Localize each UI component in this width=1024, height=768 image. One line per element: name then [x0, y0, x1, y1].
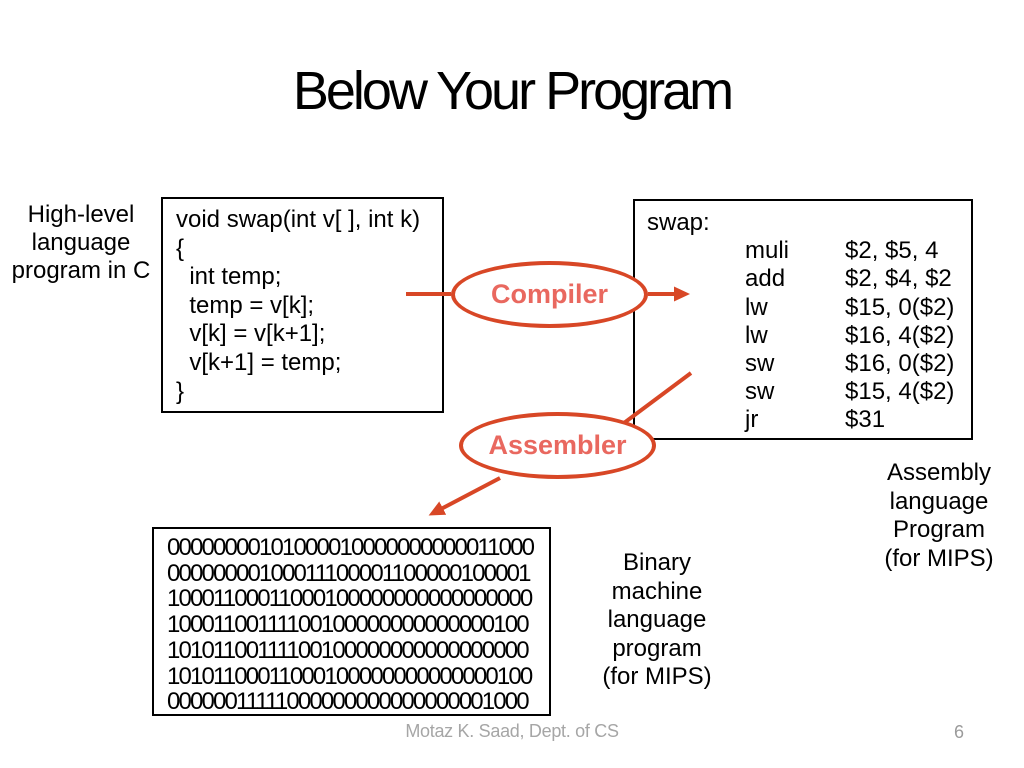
caption-line: Assembly — [886, 459, 992, 486]
caption-line: language — [31, 229, 131, 256]
assembly-language-caption: Assembly language Program (for MIPS) — [853, 459, 1024, 573]
asm-operands: $16, 0($2) — [845, 350, 955, 378]
binary-line: 10101100011000100000000000000100 — [167, 662, 533, 690]
c-code-line: } — [176, 377, 185, 405]
c-code-line: temp = v[k]; — [176, 291, 315, 319]
asm-mnemonic: muli — [745, 237, 790, 265]
caption-line: program — [612, 634, 702, 662]
caption-line: Program — [892, 516, 986, 544]
binary-line: 00000000101000010000000000011000 — [167, 534, 535, 561]
asm-operands: $2, $4, $2 — [845, 265, 952, 293]
binary-line: 10101100111100100000000000000000 — [167, 636, 530, 664]
c-source-box: void swap(int v[ ], int k) { int temp; t… — [161, 197, 444, 413]
assembly-code-box: swap: muli $2, $5, 4 add $2, $4, $2 lw $… — [633, 199, 973, 440]
caption-line: (for MIPS) — [602, 663, 712, 691]
caption-line: Binary — [622, 549, 692, 576]
asm-operands: $16, 4($2) — [845, 321, 955, 349]
asm-instruction-row: add $2, $4, $2 — [647, 265, 971, 293]
binary-line: 00000011111000000000000000001000 — [167, 688, 530, 716]
assembler-label: Assembler — [488, 430, 627, 460]
asm-operands: $15, 4($2) — [845, 378, 955, 406]
asm-mnemonic: add — [745, 265, 786, 293]
asm-instruction-row: jr $31 — [647, 406, 971, 434]
caption-line: language — [607, 606, 707, 634]
caption-line: language — [889, 487, 989, 515]
c-code-line: v[k+1] = temp; — [176, 348, 342, 376]
caption-line: program in C — [11, 257, 151, 284]
caption-line: High-level — [27, 201, 135, 228]
compiler-node: Compiler — [451, 261, 648, 328]
asm-mnemonic: sw — [745, 378, 775, 406]
binary-line: 00000000100011100001100000100001 — [167, 559, 531, 587]
high-level-caption: High-level language program in C — [0, 201, 162, 285]
assembler-node: Assembler — [459, 412, 656, 479]
caption-line: machine — [611, 577, 703, 605]
c-code-line: int temp; — [176, 263, 282, 291]
asm-instruction-row: sw $15, 4($2) — [647, 378, 971, 406]
c-code-line: { — [176, 234, 185, 262]
binary-code-box: 00000000101000010000000000011000 0000000… — [152, 527, 551, 716]
asm-operands: $2, $5, 4 — [845, 237, 939, 265]
asm-mnemonic: jr — [745, 406, 759, 434]
asm-label-line: swap: — [647, 209, 710, 236]
c-code-line: void swap(int v[ ], int k) — [176, 206, 421, 233]
asm-operands: $15, 0($2) — [845, 293, 955, 321]
asm-instruction-row: lw $15, 0($2) — [647, 294, 971, 322]
asm-instruction-row: muli $2, $5, 4 — [647, 237, 971, 265]
asm-mnemonic: sw — [745, 350, 775, 378]
asm-instruction-row: sw $16, 0($2) — [647, 350, 971, 378]
binary-line: 10001100011000100000000000000000 — [167, 585, 533, 613]
asm-instruction-row: lw $16, 4($2) — [647, 322, 971, 350]
page-title: Below Your Program — [292, 61, 734, 121]
footer-author: Motaz K. Saad, Dept. of CS — [405, 721, 619, 741]
compiler-label: Compiler — [490, 279, 609, 309]
slide-page-number: 6 — [953, 722, 964, 742]
c-code-line: v[k] = v[k+1]; — [176, 320, 326, 348]
binary-line: 10001100111100100000000000000100 — [167, 611, 530, 639]
assembler-to-binary-arrow — [428, 476, 501, 516]
binary-language-caption: Binary machine language program (for MIP… — [573, 549, 741, 692]
asm-mnemonic: lw — [745, 293, 768, 321]
asm-mnemonic: lw — [745, 321, 768, 349]
caption-line: (for MIPS) — [884, 544, 994, 572]
asm-operands: $31 — [845, 406, 886, 434]
